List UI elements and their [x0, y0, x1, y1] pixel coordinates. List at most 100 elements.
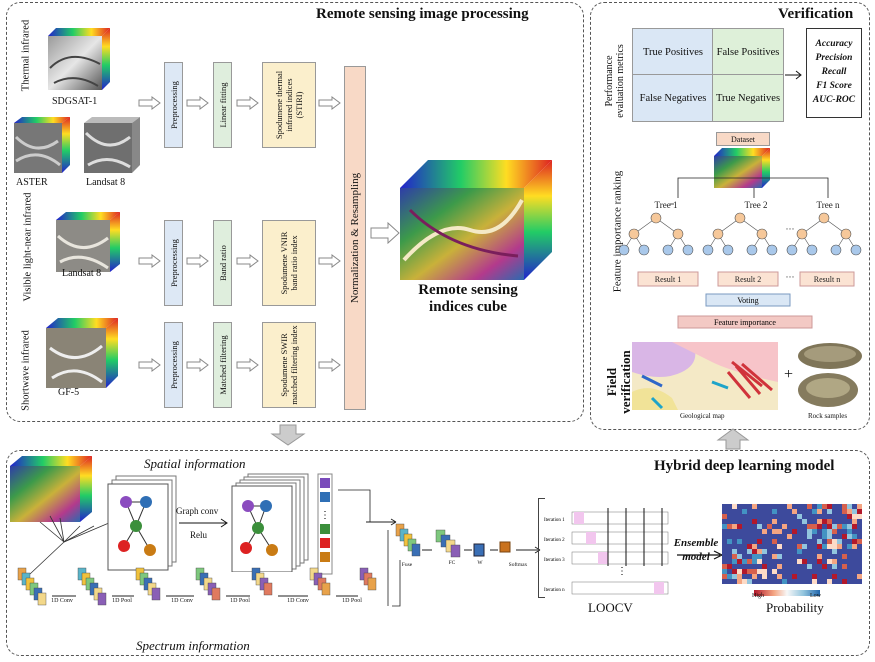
legend-high: High: [752, 593, 764, 599]
probability-cell: [832, 574, 837, 579]
probability-cell: [762, 549, 767, 554]
tree-node: [650, 212, 662, 224]
pool-label-2: 1D Pool: [230, 598, 250, 604]
probability-cell: [752, 574, 757, 579]
probability-cell: [807, 504, 812, 509]
landsat-tir-label: Landsat 8: [86, 177, 126, 188]
metric-accuracy: Accuracy: [815, 39, 853, 49]
arrow-right-icon: [138, 358, 161, 372]
loocv-vdots: ⋮: [617, 566, 627, 577]
loocv-test-cell: [586, 532, 596, 544]
sdgsat-cube: [48, 28, 110, 90]
method-box-band-ratio: Band ratio: [213, 220, 232, 306]
tree-node: [722, 244, 734, 256]
probability-cell: [827, 524, 832, 529]
probability-cell: [817, 559, 822, 564]
probability-cell: [762, 569, 767, 574]
conv-block: [151, 587, 161, 601]
probability-cell: [737, 539, 742, 544]
probability-cell: [817, 544, 822, 549]
spectrum-info-label: Spectrum information: [136, 638, 250, 653]
arrow-up-icon: [716, 428, 750, 450]
probability-cell: [812, 524, 817, 529]
probability-cell: [857, 539, 862, 544]
arrow-right-icon: [370, 222, 400, 244]
probability-cell: [752, 559, 757, 564]
hybrid-model-panel: [6, 450, 870, 656]
probability-map: [722, 504, 862, 584]
probability-cell: [842, 564, 847, 569]
probability-cell: [737, 579, 742, 584]
arrow-right-icon: [186, 358, 209, 372]
probability-cell: [852, 509, 857, 514]
remote-sensing-panel: [6, 2, 584, 422]
probability-cell: [832, 539, 837, 544]
loocv-row: [571, 511, 669, 525]
probability-cell: [722, 524, 727, 529]
metrics-label: Performance evaluation metrics: [604, 44, 626, 118]
cm-true-positives: True Positives: [632, 28, 714, 76]
probability-cell: [727, 539, 732, 544]
probability-cell: [807, 529, 812, 534]
row-label-swir: Shortwave infrared: [20, 330, 32, 411]
tree-1-label: Tree 1: [655, 200, 678, 210]
probability-cell: [727, 564, 732, 569]
tree-node: [766, 244, 778, 256]
arrow-right-icon: [236, 96, 259, 110]
probability-cell: [827, 544, 832, 549]
softmax-label: Softmax: [509, 561, 528, 568]
legend-low: Low: [810, 593, 821, 599]
probability-cell: [722, 574, 727, 579]
gf5-cube: [46, 318, 118, 388]
probability-cell: [827, 519, 832, 524]
loocv-bracket: [538, 498, 545, 598]
tree-node: [850, 244, 862, 256]
conv-block: [37, 592, 47, 606]
probability-cell: [757, 549, 762, 554]
probability-cell: [842, 524, 847, 529]
aster-cube: [14, 117, 70, 173]
probability-cell: [807, 564, 812, 569]
probability-cell: [817, 539, 822, 544]
pool-label-1: 1D Pool: [112, 598, 132, 604]
result-n-label: Result n: [814, 275, 840, 284]
probability-cell: [757, 554, 762, 559]
tree-node: [786, 244, 798, 256]
probability-cell: [847, 504, 852, 509]
probability-cell: [792, 529, 797, 534]
probability-cell: [732, 504, 737, 509]
remote-sensing-title: Remote sensing image processing: [316, 6, 529, 22]
loocv-test-cell: [598, 552, 608, 564]
relu-label: Relu: [190, 530, 207, 540]
probability-cell: [727, 574, 732, 579]
geological-map: [632, 342, 778, 410]
probability-cell: [747, 544, 752, 549]
probability-cell: [777, 529, 782, 534]
probability-cell: [752, 554, 757, 559]
probability-cell: [827, 539, 832, 544]
probability-cell: [847, 544, 852, 549]
metric-recall: Recall: [821, 67, 847, 77]
loocv-row-label: Iteration 2: [544, 538, 565, 543]
conv-block: [321, 582, 331, 596]
probability-cell: [827, 534, 832, 539]
aster-label: ASTER: [16, 177, 48, 188]
probability-cell: [737, 559, 742, 564]
arrow-right-icon: [236, 358, 259, 372]
probability-cell: [772, 539, 777, 544]
verification-title: Verification: [778, 6, 854, 22]
probability-cell: [742, 579, 747, 584]
probability-cell: [762, 529, 767, 534]
loocv-row: [571, 581, 669, 595]
split-arrows: [29, 515, 117, 575]
probability-cell: [852, 544, 857, 549]
probability-cell: [822, 544, 827, 549]
probability-cell: [802, 544, 807, 549]
method-box-matched-filtering: Matched filtering: [213, 322, 232, 408]
probability-cell: [747, 549, 752, 554]
probability-cell: [857, 504, 862, 509]
probability-cell: [772, 519, 777, 524]
probability-cell: [837, 524, 842, 529]
row-label-vnir: Visible light-near infrared: [22, 192, 34, 302]
loocv-test-cell: [574, 512, 584, 524]
